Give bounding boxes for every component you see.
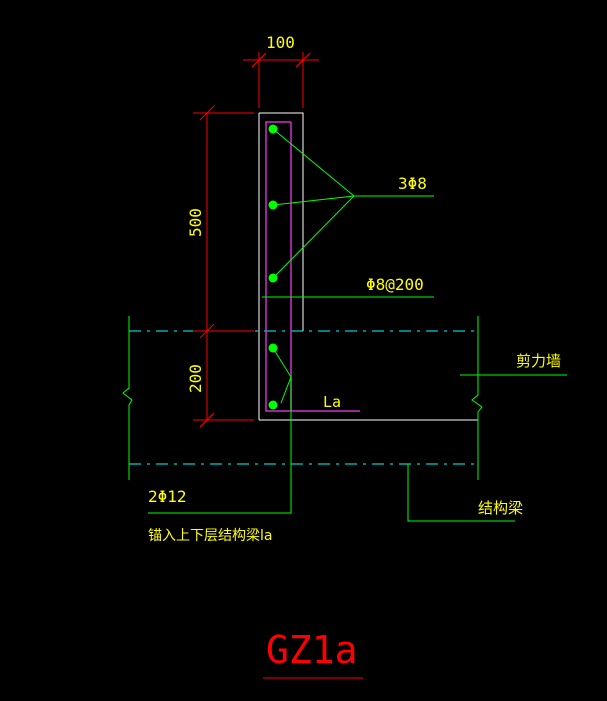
- shear-wall-label: 剪力墙: [516, 352, 561, 370]
- stirrup: [265, 121, 360, 412]
- column-outline: [258, 112, 478, 421]
- width-dimension-text: 100: [266, 33, 295, 52]
- rebar-dot: [268, 124, 278, 134]
- rebar-dot: [268, 273, 278, 283]
- upper-height-dimension-text: 500: [186, 208, 205, 237]
- lower-height-dimension-text: 200: [186, 364, 205, 393]
- rebar-dot: [268, 343, 278, 353]
- anchor-note-label: 锚入上下层结构梁la: [148, 528, 272, 544]
- lower-rebar-label: 2Φ12: [148, 487, 187, 506]
- rebar-dot: [268, 200, 278, 210]
- anchorage-label: La: [323, 393, 341, 411]
- stirrup-label: Φ8@200: [366, 275, 424, 294]
- break-lines: [122, 316, 483, 480]
- leader-lines: [148, 128, 567, 679]
- drawing-title: GZ1a: [266, 628, 358, 672]
- rebar-dots: [268, 124, 278, 410]
- structural-beam-label: 结构梁: [478, 499, 523, 517]
- shear-wall-lines: [129, 330, 478, 465]
- rebar-dot: [268, 400, 278, 410]
- rebar-longitudinal-label: 3Φ8: [398, 174, 427, 193]
- dimension-lines: [193, 52, 319, 428]
